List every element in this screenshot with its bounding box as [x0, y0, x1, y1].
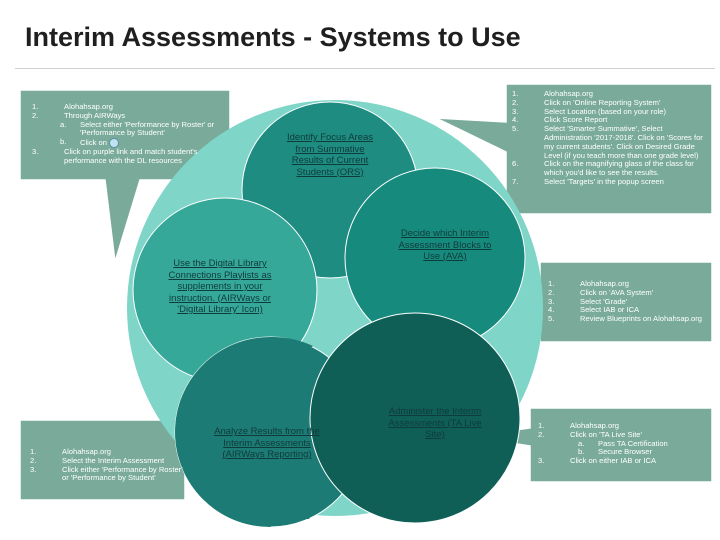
- page-title: Interim Assessments - Systems to Use: [25, 22, 521, 52]
- list-item: 1.Alohahsap.org: [512, 89, 593, 98]
- step-decide-label[interactable]: Decide which Interim Assessment Blocks t…: [398, 228, 492, 262]
- sub-item: b.Click on: [44, 137, 224, 149]
- callout-bottom-right: 1.Alohahsap.org 2.Click on 'TA Live Site…: [538, 421, 710, 466]
- list-item: 2.Click on 'AVA System': [548, 287, 654, 297]
- list-item: 1.Alohahsap.org: [548, 279, 629, 288]
- list-item: 3.Select Location (based on your role): [512, 106, 666, 116]
- list-item: 2.Through AIRWays a.Select either 'Perfo…: [32, 111, 224, 149]
- circle-administer: [309, 312, 521, 524]
- title-divider: [15, 68, 715, 69]
- list-item: 2.Click on 'TA Live Site' a.Pass TA Cert…: [538, 430, 710, 457]
- callout-top-left-shape: [19, 89, 231, 263]
- list-item: 3.Click either 'Performance by Roster' o…: [30, 464, 183, 483]
- list-item: 2.Select the Interim Assessment: [30, 455, 165, 465]
- list-item: 1.Alohahsap.org: [30, 447, 111, 456]
- list-item: 5.Review Blueprints on Alohahsap.org: [548, 314, 702, 324]
- list-item: 1.Alohahsap.org: [32, 102, 113, 111]
- step-identify-label[interactable]: Identify Focus Areas from Summative Resu…: [286, 132, 374, 178]
- list-item: 2.Click on 'Online Reporting System': [512, 97, 661, 107]
- callout-mid-right: 1.Alohahsap.org 2.Click on 'AVA System' …: [548, 279, 708, 324]
- callout-top-right-shape: [435, 83, 713, 215]
- list-item: 3.Click on either IAB or ICA: [538, 456, 657, 466]
- callout-top-right: 1.Alohahsap.org 2.Click on 'Online Repor…: [512, 89, 708, 187]
- list-item: 3.Click on purple link and match student…: [32, 147, 198, 165]
- sub-item: a.Select either 'Performance by Roster' …: [60, 119, 215, 138]
- step-analyze-label[interactable]: Analyze Results from the Interim Assessm…: [214, 426, 320, 460]
- step-administer-label[interactable]: Administer the Interim Assessments (TA L…: [388, 406, 482, 440]
- list-item: 4.Select IAB or ICA: [548, 305, 640, 315]
- list-item: 1.Alohahsap.org: [538, 421, 619, 430]
- callout-top-left: 1.Alohahsap.org 2.Through AIRWays a.Sele…: [32, 102, 224, 166]
- list-item: 7.Select 'Targets' in the popup screen: [512, 176, 664, 186]
- callout-bottom-left: 1.Alohahsap.org 2.Select the Interim Ass…: [30, 447, 185, 483]
- list-item: 6.Click on the magnifying glass of the c…: [512, 159, 694, 178]
- list-item: 3.Select 'Grade': [548, 296, 628, 306]
- digital-library-icon: [109, 138, 120, 149]
- step-digital-library-label[interactable]: Use the Digital Library Connections Play…: [168, 258, 272, 315]
- circle-analyze-overlap: [175, 336, 313, 527]
- sub-item: b.Secure Browser: [578, 447, 653, 457]
- sub-item: a.Pass TA Certification: [578, 438, 668, 448]
- list-item: 5.Select 'Smarter Summative', Select Adm…: [512, 124, 703, 160]
- list-item: 4.Click Score Report: [512, 115, 608, 125]
